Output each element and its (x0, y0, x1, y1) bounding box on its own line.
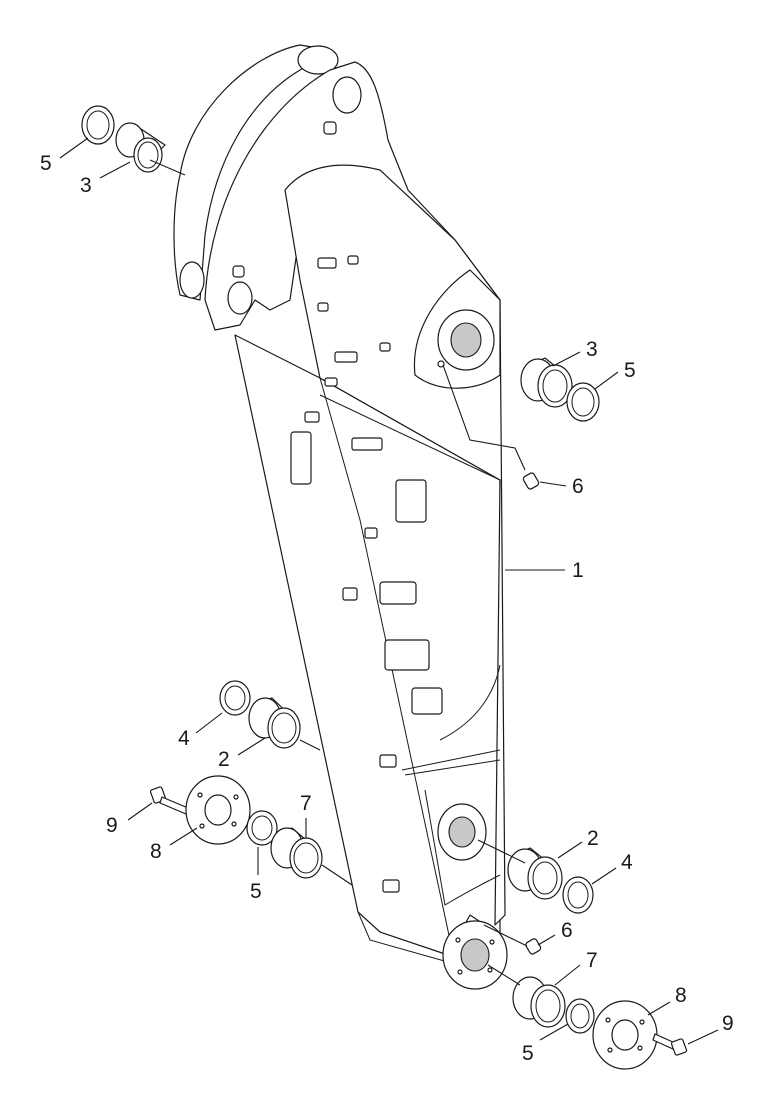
ring-4-left (219, 680, 251, 716)
bolt-9-right (652, 1033, 688, 1056)
label-5-upper-right: 5 (624, 359, 636, 382)
bushing-7-right (512, 976, 566, 1028)
label-1-boom: 1 (572, 559, 584, 582)
welded-brackets (290, 255, 443, 893)
bushing-7-left (270, 827, 323, 879)
label-9-right: 9 (722, 1012, 734, 1035)
label-7-left: 7 (300, 792, 312, 815)
bushing-3-upper-right (520, 357, 573, 408)
label-5-upper-left: 5 (40, 152, 52, 175)
label-4-right: 4 (621, 851, 633, 874)
label-3-upper-right: 3 (586, 338, 598, 361)
ring-5-upper-right (566, 382, 600, 422)
bushing-3-upper-left (115, 122, 166, 173)
label-2-left: 2 (218, 748, 230, 771)
lower-pivot-boss (437, 803, 487, 861)
label-7-right: 7 (586, 949, 598, 972)
label-6-upper: 6 (572, 475, 584, 498)
ring-4-right (562, 876, 594, 914)
label-4-left: 4 (178, 727, 190, 750)
ring-5-right (565, 998, 595, 1034)
part-labels: 5 3 3 5 6 1 4 2 9 8 5 7 2 4 6 7 5 8 9 (40, 152, 734, 1065)
grease-fitting-6-upper (522, 472, 540, 490)
label-2-right: 2 (587, 827, 599, 850)
ring-5-left (246, 810, 278, 846)
label-8-left: 8 (150, 840, 162, 863)
arm-pivot-boss (413, 269, 501, 389)
bushing-2-left (248, 697, 301, 749)
bushing-2-right (507, 847, 563, 900)
label-3-upper-left: 3 (80, 174, 92, 197)
label-6-lower: 6 (561, 919, 573, 942)
grease-fitting-6-lower (525, 938, 542, 955)
leader-lines (59, 137, 719, 1045)
plate-8-right (592, 1000, 658, 1070)
ring-5-upper-left (81, 105, 115, 145)
bolt-9-left (149, 786, 189, 815)
bottom-end-plate (442, 920, 508, 990)
label-5-left: 5 (250, 880, 262, 903)
label-8-right: 8 (675, 984, 687, 1007)
label-9-left: 9 (106, 814, 118, 837)
plate-8-left (185, 775, 251, 845)
label-5-lower-right: 5 (522, 1042, 534, 1065)
